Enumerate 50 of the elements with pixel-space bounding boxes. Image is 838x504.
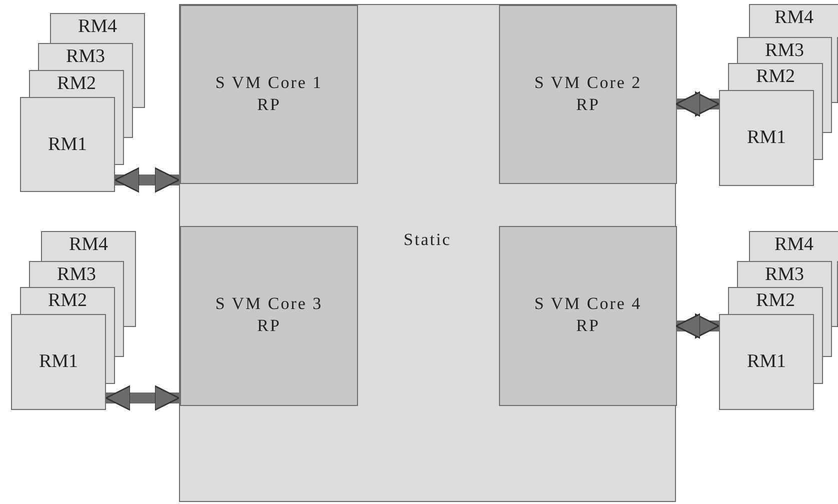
module-box — [29, 261, 124, 287]
module-label: RM3 — [56, 264, 96, 286]
module-box — [737, 37, 832, 63]
module-box — [11, 314, 106, 410]
module-box — [728, 63, 823, 90]
partition-label: RP — [257, 315, 281, 337]
module-box — [719, 90, 814, 186]
core-label: S VM Core 3 — [215, 293, 323, 315]
module-label: RM3 — [764, 40, 804, 62]
module-label: RM2 — [48, 290, 88, 312]
module-box — [719, 314, 814, 410]
double-arrow — [675, 91, 720, 117]
core-label: S VM Core 2 — [534, 72, 642, 94]
module-box — [737, 261, 832, 287]
region-label: Static — [404, 229, 452, 251]
module-label: RM2 — [756, 66, 796, 88]
module-box — [749, 4, 838, 37]
core-region-box — [180, 226, 358, 406]
partition-label: RP — [576, 315, 600, 337]
partition-label: RP — [257, 94, 281, 116]
module-label: RM4 — [68, 234, 108, 256]
core-label: S VM Core 1 — [215, 72, 323, 94]
module-label: RM2 — [56, 73, 96, 95]
module-label: RM3 — [66, 46, 106, 68]
module-label: RM1 — [38, 351, 78, 373]
module-label: RM2 — [756, 290, 796, 312]
module-label: RM1 — [746, 351, 786, 373]
module-label: RM4 — [774, 234, 814, 256]
module-label: RM3 — [764, 264, 804, 286]
module-box — [38, 43, 133, 70]
double-arrow — [675, 313, 720, 339]
core-label: S VM Core 4 — [534, 293, 642, 315]
module-box — [50, 13, 145, 43]
core-region-box — [180, 5, 358, 184]
double-arrow — [114, 167, 180, 193]
module-box — [749, 231, 838, 261]
module-box — [41, 231, 136, 261]
static-region — [179, 4, 676, 502]
module-label: RM4 — [774, 7, 814, 29]
core-region-box — [499, 5, 677, 184]
double-arrow — [105, 385, 180, 411]
module-label: RM4 — [78, 16, 118, 38]
module-box — [728, 287, 823, 314]
core-region-box — [499, 226, 677, 406]
module-label: RM1 — [48, 134, 88, 156]
module-box — [20, 287, 115, 314]
partition-label: RP — [576, 94, 600, 116]
module-box — [29, 70, 124, 97]
module-label: RM1 — [746, 127, 786, 149]
module-box — [20, 97, 115, 192]
